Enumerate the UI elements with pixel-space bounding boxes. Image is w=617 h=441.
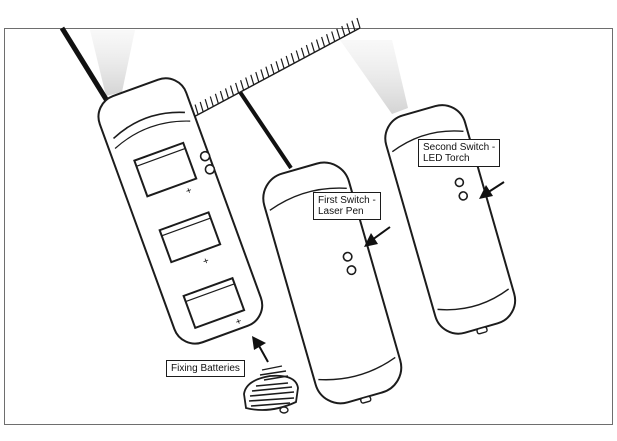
ceiling-hatch <box>184 17 361 121</box>
left-torch-open: − + − + − + <box>97 77 264 345</box>
middle-torch <box>262 161 403 405</box>
battery-3-positive: + <box>234 316 243 328</box>
first-switch-arrow <box>364 226 391 247</box>
battery-2-negative: − <box>165 221 175 234</box>
right-torch-body <box>384 104 517 335</box>
first-switch-title: First Switch - <box>318 195 376 206</box>
fixing-batteries-text: Fixing Batteries <box>171 363 240 374</box>
fixing-batteries-label: Fixing Batteries <box>166 360 245 377</box>
first-switch-button <box>342 251 353 262</box>
left-torch-body <box>97 77 264 345</box>
right-torch <box>384 104 517 335</box>
second-switch-arrow <box>479 181 505 199</box>
battery-3-negative: − <box>189 286 199 299</box>
left-torch-switches <box>199 150 216 175</box>
second-switch-subtitle: LED Torch <box>423 153 470 164</box>
battery-spring <box>259 365 289 381</box>
first-switch-subtitle: Laser Pen <box>318 206 364 217</box>
right-torch-first-button <box>454 177 465 188</box>
left-torch-beam <box>90 30 135 96</box>
middle-torch-cord <box>238 90 293 170</box>
end-cap <box>243 365 299 414</box>
battery-1: − + <box>133 141 198 198</box>
right-torch-beam <box>340 40 408 114</box>
figure-frame <box>4 28 613 425</box>
battery-2: − + <box>158 211 222 268</box>
battery-1-positive: + <box>184 185 193 197</box>
middle-torch-second-button <box>346 265 357 276</box>
second-switch-title: Second Switch - <box>423 142 496 153</box>
left-torch-cord <box>59 26 112 106</box>
battery-1-negative: − <box>140 151 150 164</box>
first-switch-label: First Switch - Laser Pen <box>313 192 381 220</box>
battery-2-positive: + <box>202 255 211 267</box>
fixing-batteries-arrow <box>252 336 269 363</box>
second-switch-label: Second Switch - LED Torch <box>418 139 501 167</box>
second-switch-button <box>458 191 469 201</box>
battery-3: − + <box>182 276 246 330</box>
